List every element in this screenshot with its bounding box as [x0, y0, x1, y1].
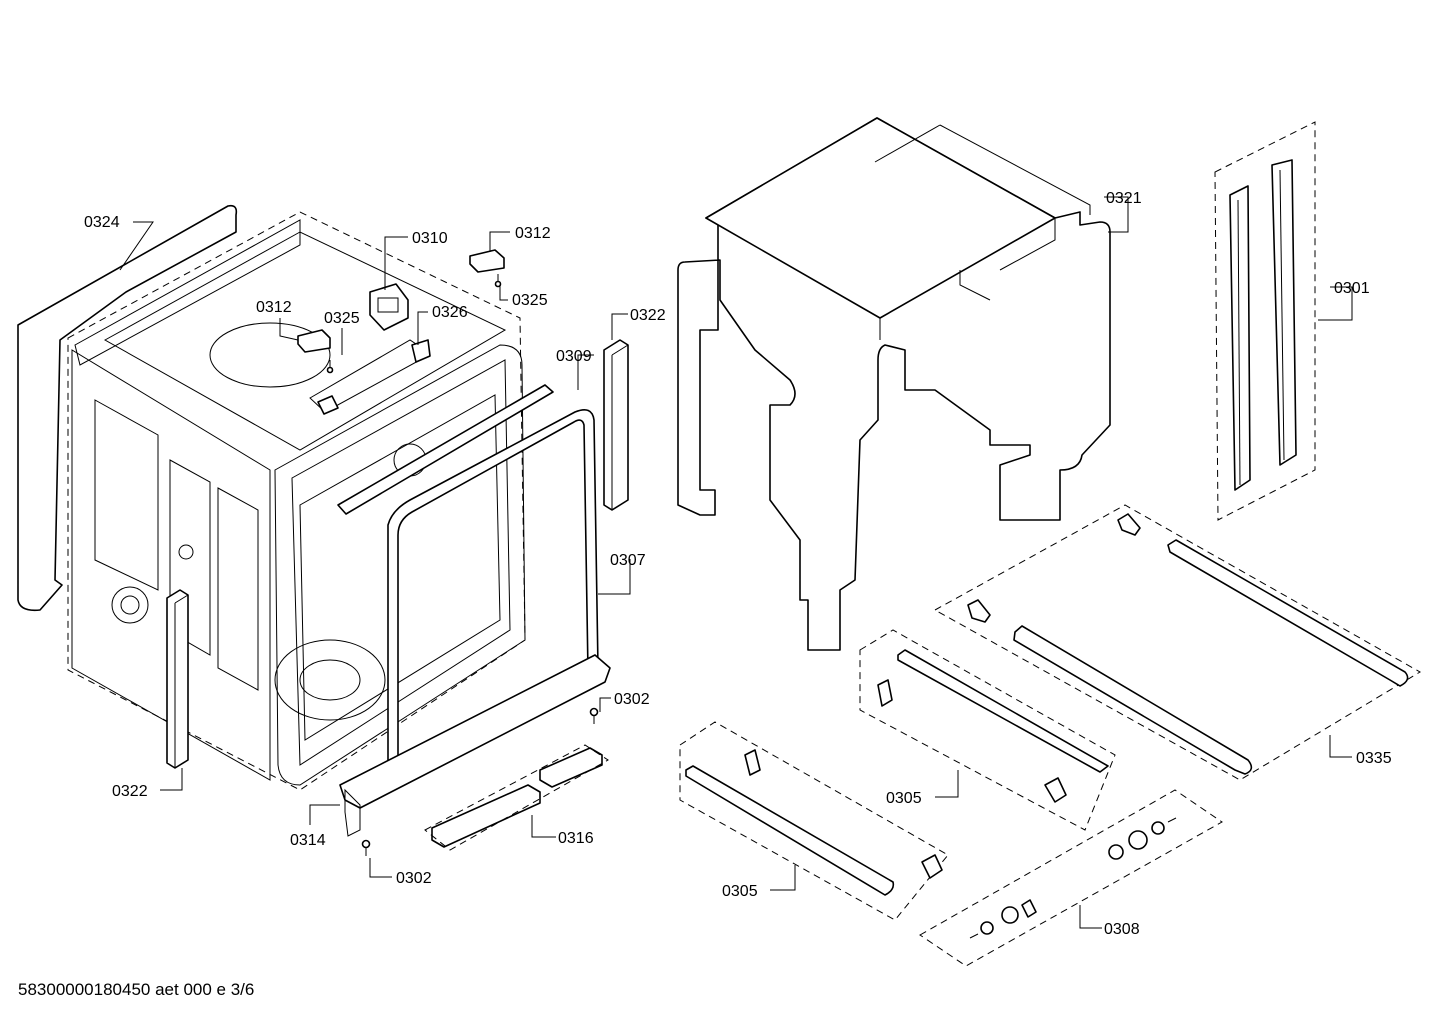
insulation-cover-0321 — [677, 117, 1111, 651]
document-reference: 58300000180450 aet 000 e 3/6 — [18, 980, 255, 999]
callout-0314: 0314 — [290, 832, 326, 849]
side-trims-0301 — [1214, 121, 1316, 521]
wheel-kit-0308 — [919, 789, 1223, 967]
latch-0310 — [369, 283, 409, 331]
callout-0322-left: 0322 — [112, 783, 148, 800]
top-seal-0309 — [337, 384, 554, 515]
callout-0324: 0324 — [84, 214, 120, 231]
screw-0325-right — [494, 274, 502, 288]
callout-0308: 0308 — [1104, 921, 1140, 938]
rail-set-0335 — [933, 504, 1421, 781]
callout-0316: 0316 — [558, 830, 594, 847]
tub-body — [67, 211, 526, 791]
callout-0307: 0307 — [610, 552, 646, 569]
hinge-bracket-0312-right — [469, 249, 505, 273]
callout-0310: 0310 — [412, 230, 448, 247]
callout-0312-right: 0312 — [515, 225, 551, 242]
callout-0302-lower: 0302 — [396, 870, 432, 887]
leader-lines — [119, 196, 1353, 929]
callout-0321: 0321 — [1106, 190, 1142, 207]
callout-0305-upper: 0305 — [886, 790, 922, 807]
callout-0312-left: 0312 — [256, 299, 292, 316]
insulation-strip-0322-left — [166, 589, 189, 769]
callout-0302-upper: 0302 — [614, 691, 650, 708]
callout-0325-left: 0325 — [324, 310, 360, 327]
callout-0305-lower: 0305 — [722, 883, 758, 900]
callout-0326: 0326 — [432, 304, 468, 321]
callout-0301: 0301 — [1334, 280, 1370, 297]
rail-set-0305-upper — [859, 629, 1116, 831]
callout-0325-right: 0325 — [512, 292, 548, 309]
screw-0302-upper — [589, 707, 599, 724]
rail-set-0305-lower — [679, 721, 949, 921]
hinge-bracket-0312-left — [297, 329, 331, 353]
cable-0326 — [309, 339, 431, 415]
screw-0325-left — [326, 360, 334, 374]
foam-blocks-0316 — [424, 744, 609, 851]
callout-0309: 0309 — [556, 348, 592, 365]
back-panel-0324 — [17, 204, 238, 612]
callout-0322-right: 0322 — [630, 307, 666, 324]
insulation-strip-0322-right — [603, 339, 629, 511]
base-rail-0314 — [339, 654, 611, 837]
screw-0302-lower — [361, 839, 371, 856]
callout-0335: 0335 — [1356, 750, 1392, 767]
callout-labels: 0324 0312 0310 0325 0312 0325 0326 0322 … — [84, 190, 1392, 938]
